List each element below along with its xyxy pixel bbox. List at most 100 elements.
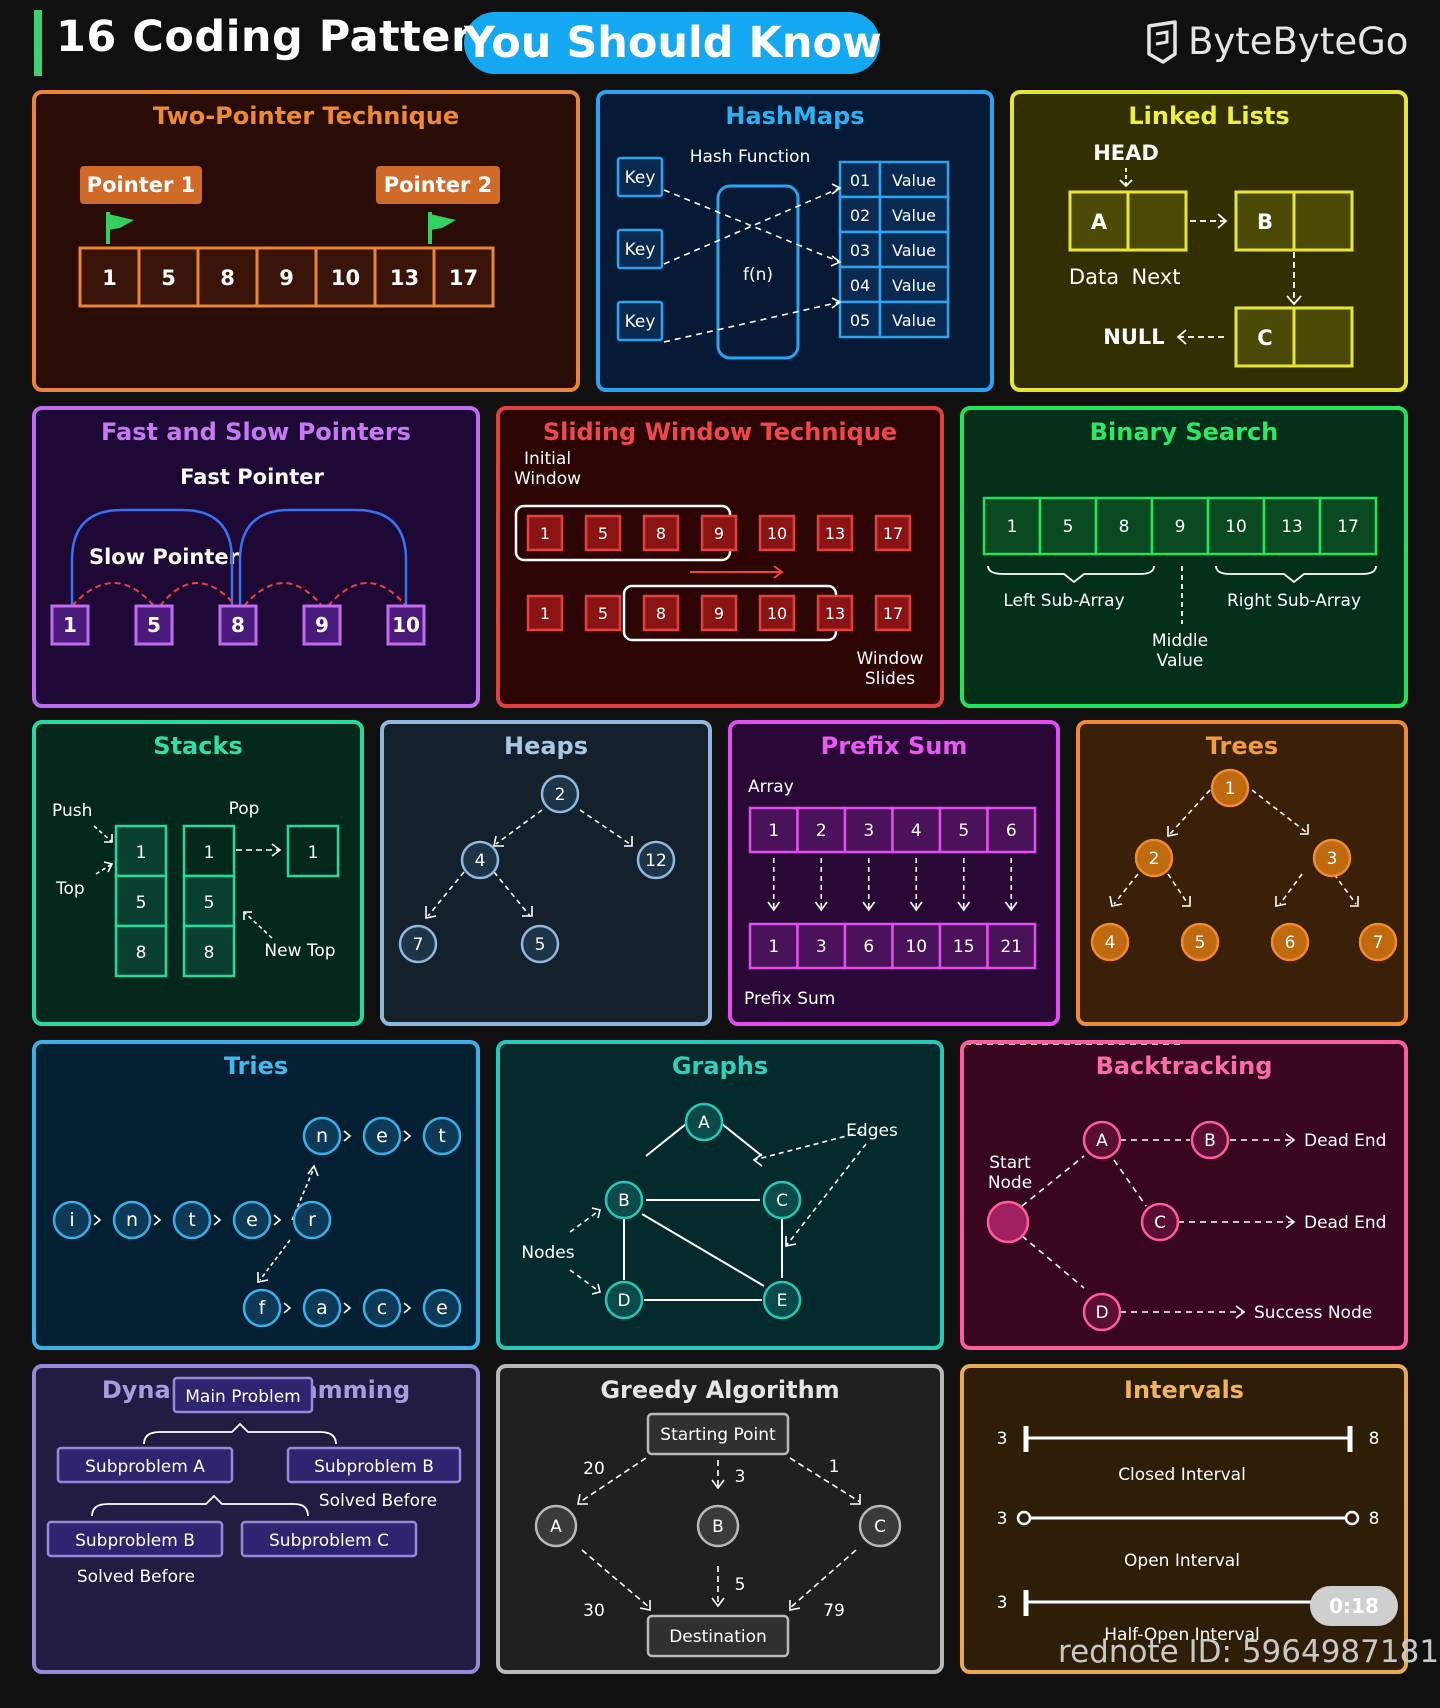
node-c-data: [1234, 306, 1296, 368]
array-value: 10: [331, 266, 360, 290]
window-cell: [874, 594, 912, 632]
middle-value-label: Middle: [1152, 631, 1208, 651]
array-label: Array: [748, 777, 794, 797]
window-cell: [642, 594, 680, 632]
graph-node: [604, 1180, 644, 1220]
stack-value: 1: [136, 843, 147, 863]
subproblem-a-label: Subproblem A: [85, 1457, 205, 1477]
window-slides-label: Window: [856, 649, 923, 669]
array-cell: [1206, 496, 1266, 556]
stack-value: 5: [204, 893, 215, 913]
window-cell: [584, 514, 622, 552]
nodes-label: Nodes: [521, 1243, 574, 1263]
window-cell: [816, 594, 854, 632]
middle-value-label: Value: [1157, 651, 1204, 671]
array-value: 3: [863, 821, 874, 841]
title-accent-bar: [34, 10, 42, 76]
main-problem-label: Main Problem: [185, 1387, 301, 1407]
title-highlight-pill: You Should Know: [464, 12, 882, 74]
trie-node-char: a: [316, 1297, 328, 1319]
panel-title: Greedy Algorithm: [600, 1376, 840, 1404]
bucket-index: 04: [850, 276, 870, 295]
page-title: 16 Coding Patterns: [56, 12, 530, 62]
window-value: 1: [540, 604, 550, 623]
prefix-value: 1: [768, 937, 779, 957]
half-open-interval-label: Half-Open Interval: [1104, 1625, 1260, 1645]
window-value: 5: [598, 524, 608, 543]
graph-node-label: C: [776, 1191, 788, 1211]
panel-two-pointer: Two-Pointer Technique Pointer 1 Pointer …: [32, 90, 580, 392]
starting-point-label: Starting Point: [660, 1425, 776, 1445]
list-node: [134, 604, 174, 646]
window-cell: [758, 514, 796, 552]
hash-function-box: [716, 184, 800, 360]
window-value: 17: [883, 524, 903, 543]
panel-linked-lists: Linked Lists HEAD A Data Next B C NULL: [1010, 90, 1408, 392]
array-cell: [986, 806, 1037, 854]
head-label: HEAD: [1093, 141, 1159, 165]
success-node-label: Success Node: [1254, 1303, 1372, 1323]
panel-title: Linked Lists: [1128, 102, 1290, 130]
bucket-index: 02: [850, 206, 870, 225]
array-value: 13: [390, 266, 419, 290]
pointer-1-label-box: [80, 166, 202, 204]
prefix-value: 6: [863, 937, 874, 957]
trie-node: [232, 1200, 272, 1240]
trie-node: [422, 1116, 462, 1156]
backtrack-node: [1082, 1120, 1122, 1160]
graph-node-label: E: [777, 1291, 788, 1311]
stack-cell: [114, 874, 168, 928]
start-node-label: Start: [989, 1153, 1031, 1173]
tree-node-value: 7: [1373, 933, 1384, 953]
tree-node: [1090, 922, 1130, 962]
bucket-value: Value: [892, 276, 936, 295]
trie-link: [273, 1214, 282, 1226]
list-node-value: 8: [231, 613, 245, 637]
closed-interval-label: Closed Interval: [1118, 1465, 1246, 1485]
trie-link: [343, 1302, 352, 1314]
key-box: [616, 300, 664, 342]
prefix-arrowhead: [1004, 901, 1018, 912]
trie-link: [403, 1130, 412, 1142]
tree-node-value: 5: [1195, 933, 1206, 953]
tree-node: [1180, 922, 1220, 962]
window-value: 10: [767, 524, 787, 543]
window-value: 9: [714, 604, 724, 623]
subproblem-b-bottom-box: [46, 1520, 224, 1558]
window-cell: [584, 594, 622, 632]
window-value: 8: [656, 604, 666, 623]
interval-end: 8: [1369, 1509, 1380, 1529]
window-cell: [526, 594, 564, 632]
prefix-arrowhead: [862, 901, 876, 912]
array-cell: [938, 806, 989, 854]
window-value: 8: [656, 524, 666, 543]
subproblem-b-top-label: Subproblem B: [314, 1457, 434, 1477]
heap-node-value: 7: [413, 935, 424, 955]
panel-title: Stacks: [153, 732, 243, 760]
array-cell: [1094, 496, 1154, 556]
trie-node: [172, 1200, 212, 1240]
watermark-id: rednote ID: 5964987181: [1058, 1634, 1440, 1670]
dead-end-label: Dead End: [1304, 1131, 1386, 1151]
window-value: 13: [825, 524, 845, 543]
backtrack-node: [1082, 1292, 1122, 1332]
next-label: Next: [1132, 265, 1181, 289]
list-node-value: 1: [63, 613, 77, 637]
trie-node-char: e: [436, 1297, 448, 1319]
pop-label: Pop: [229, 799, 260, 819]
edges-label: Edges: [846, 1121, 898, 1141]
prefix-value: 21: [1000, 937, 1022, 957]
backtrack-node-label: C: [1154, 1213, 1166, 1233]
trie-node: [422, 1288, 462, 1328]
list-node-value: 9: [315, 613, 329, 637]
trie-node-char: t: [188, 1209, 195, 1231]
window-value: 5: [598, 604, 608, 623]
node-a-label: A: [1091, 210, 1108, 234]
video-time-badge: 0:18: [1310, 1586, 1398, 1626]
greedy-node: [696, 1504, 740, 1548]
array-cell: [1262, 496, 1322, 556]
node-b-next: [1292, 190, 1354, 252]
